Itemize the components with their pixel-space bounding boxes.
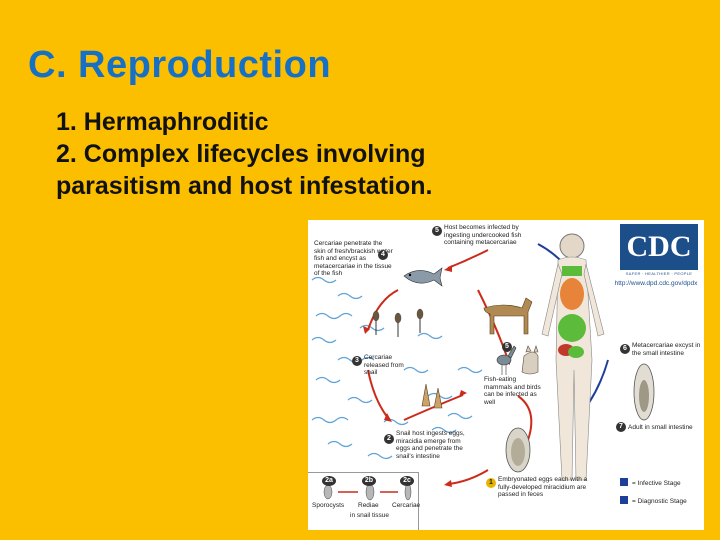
step-number: 5: [432, 226, 442, 236]
adult-fluke-icon: [633, 363, 655, 421]
caption-cercariae-penetrate: Cercariae penetrate the skin of fresh/br…: [314, 240, 393, 277]
caption-embryonated: Embryonated eggs each with a fully-devel…: [498, 476, 588, 498]
label-cercariae: Cercariae: [392, 502, 421, 509]
step-number: 1: [486, 478, 496, 488]
cdc-url: http://www.dpd.cdc.gov/dpdx: [614, 280, 698, 287]
label-rediae: Rediae: [358, 502, 379, 509]
step-number: 2: [384, 434, 394, 444]
lifecycle-figure: CDC SAFER · HEALTHIER · PEOPLE http://ww…: [308, 220, 704, 530]
stage-legend-box: [308, 472, 419, 530]
step-number: 2c: [400, 476, 414, 486]
label-snail-tissue: in snail tissue: [350, 512, 390, 519]
bullet-item: 2. Complex lifecycles involving parasiti…: [56, 140, 433, 200]
step-number: 7: [616, 422, 626, 432]
caption-adult: Adult in small intestine: [628, 424, 693, 431]
snail-icon: [421, 383, 443, 409]
bird-icon: [496, 345, 517, 375]
step-number: 2a: [322, 476, 336, 486]
legend-infective: = Infective Stage: [632, 480, 681, 487]
step-number: 6: [620, 344, 630, 354]
caption-cercariae-released: Cercariae released from snail: [364, 354, 404, 376]
water-waves: [311, 276, 483, 460]
human-figure-icon: [541, 233, 605, 481]
cat-icon: [521, 345, 539, 375]
step-number: 5: [502, 342, 512, 352]
cdc-tagline: SAFER · HEALTHIER · PEOPLE: [625, 271, 693, 276]
step-number: 2b: [362, 476, 376, 486]
label-sporocysts: Sporocysts: [312, 502, 345, 509]
legend-diagnostic: = Diagnostic Stage: [632, 498, 687, 505]
fish-icon: [403, 267, 443, 287]
dog-icon: [483, 297, 533, 335]
caption-excyst: Metacercariae excyst in the small intest…: [632, 342, 701, 357]
cdc-logo: CDC: [620, 224, 698, 270]
caption-fish-eating: Fish-eating mammals and birds can be inf…: [484, 376, 541, 406]
step-number: 3: [352, 356, 362, 366]
caption-snail-ingests: Snail host ingests eggs, miracidia emerg…: [396, 430, 465, 460]
cercariae-icon: [372, 308, 424, 337]
egg-icon: [505, 427, 531, 473]
slide-title: C. Reproduction: [28, 44, 332, 86]
caption-host-infected: Host becomes infected by ingesting under…: [444, 224, 522, 246]
bullet-item: 1. Hermaphroditic: [56, 108, 269, 136]
lifecycle-drawing: [311, 233, 655, 504]
bullet-list: 1. Hermaphroditic 2. Complex lifecycles …: [56, 106, 526, 202]
step-number: 4: [378, 250, 388, 260]
sporocyst-stages: [323, 483, 412, 501]
